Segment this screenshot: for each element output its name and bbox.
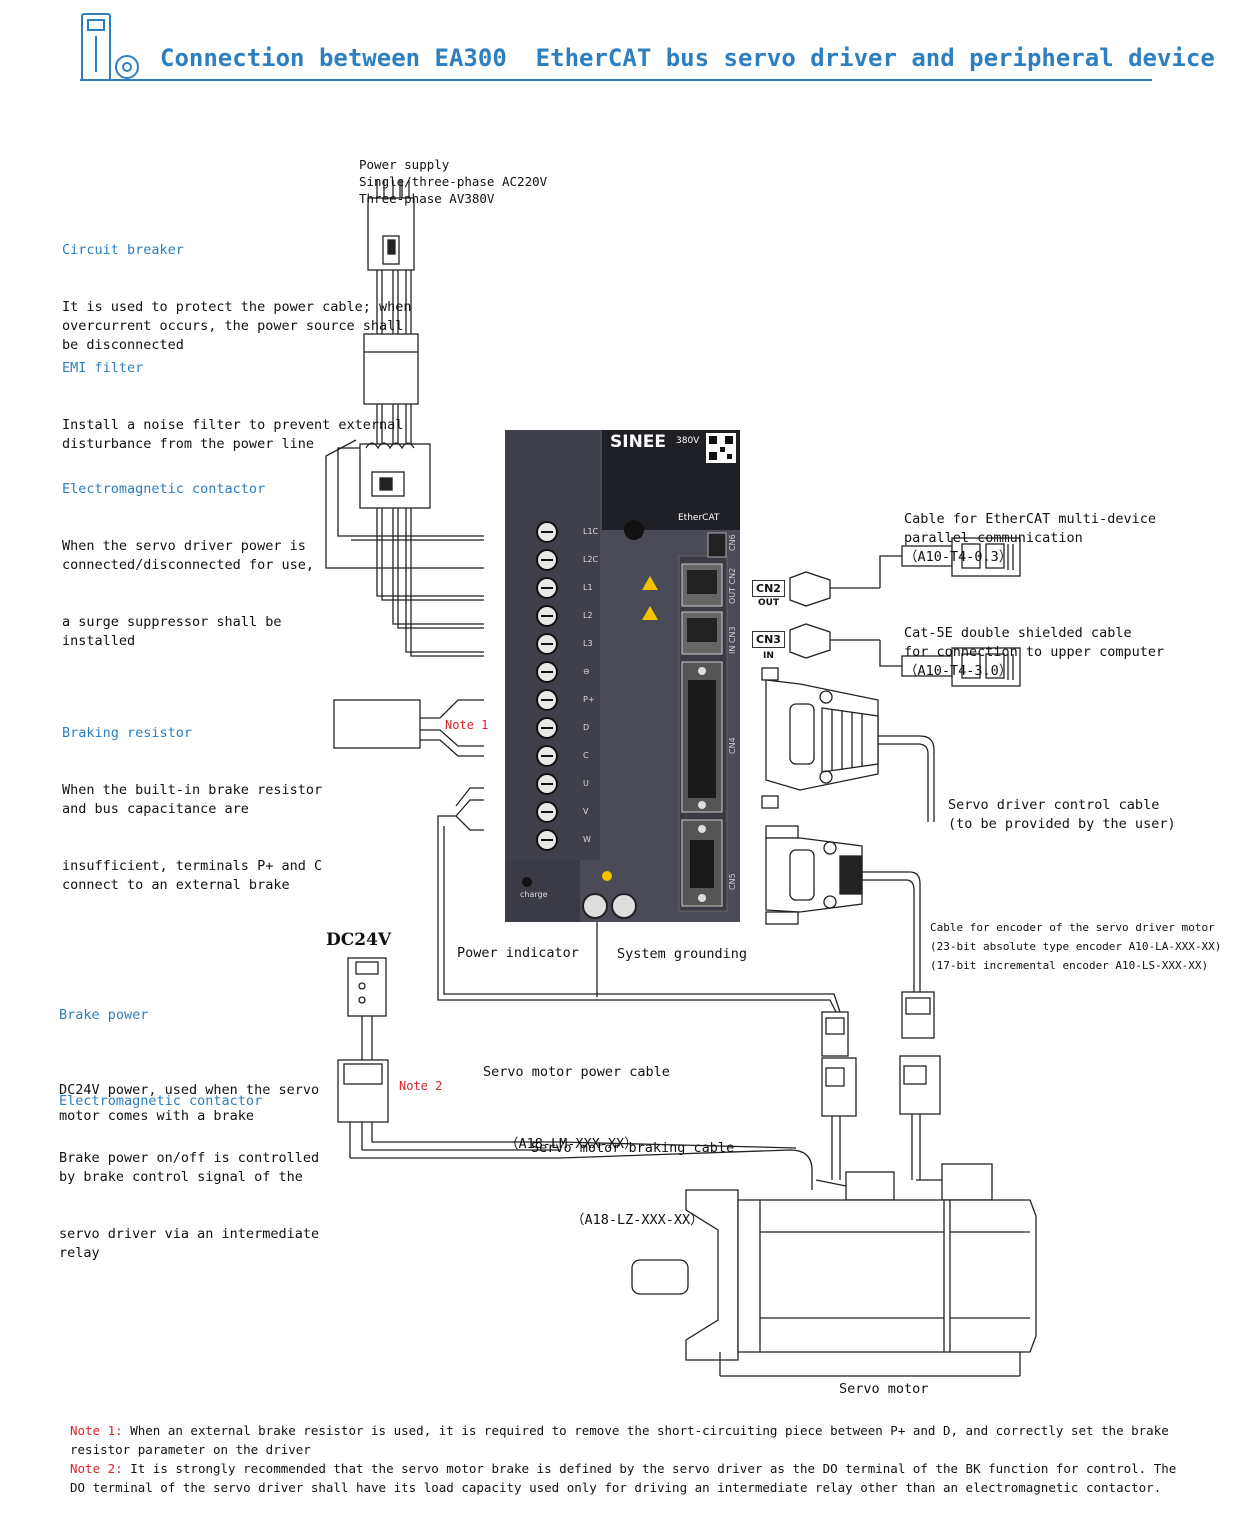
terminal-label: L1C (583, 527, 599, 536)
port-label-cn4: CN4 (728, 737, 737, 754)
circuit-breaker-heading: Circuit breaker (62, 242, 184, 258)
motor-braking-cable-text: Servo motor braking cable （A18-LZ-XXX-XX… (531, 1140, 735, 1228)
emi-filter-device (363, 333, 419, 405)
note-2-tag: Note 2 (399, 1079, 443, 1093)
motor-power-cable-text: Servo motor power cable （A18-LM-XXX-XX） (483, 1064, 670, 1152)
power-indicator-label: Power indicator (457, 945, 579, 961)
terminal-label: L1 (583, 583, 593, 592)
control-cable-text: Servo driver control cable(to be provide… (948, 797, 1176, 832)
control-connector (761, 667, 935, 822)
cat5e-cable-line (879, 640, 902, 667)
brake-power-supply-device (347, 957, 387, 1060)
terminal-label: L2 (583, 611, 593, 620)
brake-power-heading: Brake power (59, 1007, 149, 1023)
contactor-brake-heading: Electromagnetic contactor (59, 1093, 263, 1109)
cn2-label: CN2 (752, 580, 785, 597)
filter-to-contactor-wires (376, 404, 412, 446)
terminal-label: C (583, 751, 589, 760)
terminal-label: D (583, 723, 590, 732)
cn2-plug (789, 571, 880, 607)
encoder-cable-text: Cable for encoder of the servo driver mo… (930, 921, 1222, 972)
breaker-to-filter-wires (376, 270, 412, 336)
power-input-lines (376, 180, 410, 200)
brake-power-text: Brake power DC24V power, used when the s… (59, 1007, 320, 1124)
contactor-main-device (359, 442, 431, 509)
motor-power-wire-path (437, 787, 841, 1013)
terminal-label: L3 (583, 639, 593, 648)
terminal-label: V (583, 807, 589, 816)
system-grounding-label: System grounding (617, 946, 748, 962)
terminal-label: U (583, 779, 589, 788)
cn2-sub-label: OUT (758, 598, 780, 608)
braking-resistor-text: Braking resistor When the built-in brake… (62, 725, 323, 893)
page-title: Connection between EA300 EtherCAT bus se… (160, 44, 1215, 72)
charge-led-icon (522, 877, 532, 887)
servo-motor-graphic (631, 1163, 1037, 1377)
port-label-cn6: CN6 (728, 534, 737, 551)
contactor-main-heading: Electromagnetic contactor (62, 481, 266, 497)
footnote-1: Note 1: When an external brake resistor … (70, 1423, 1169, 1457)
terminal-label: W (583, 835, 591, 844)
driver-brand: SINEE (610, 432, 667, 452)
brake-contactor-device (337, 1059, 389, 1158)
port-label-cn2: OUT CN2 (728, 567, 737, 604)
warning-icon (642, 606, 658, 620)
terminal-label: P+ (583, 695, 595, 704)
ethercat-cable-line (879, 555, 902, 588)
ground-symbol-icon (602, 871, 612, 881)
warning-icon (642, 576, 658, 590)
cn3-sub-label: IN (763, 651, 774, 661)
port-label-cn3: IN CN3 (728, 626, 737, 654)
cat5e-rj45-connector (901, 647, 1021, 687)
circuit-breaker-text: Circuit breaker It is used to protect th… (62, 242, 412, 353)
note-1-tag: Note 1 (445, 718, 489, 732)
cn6-port (707, 532, 727, 558)
charge-label: charge (520, 890, 548, 899)
cn3-plug (789, 623, 880, 659)
braking-resistor-device (333, 699, 484, 757)
cn3-label: CN3 (752, 631, 785, 648)
cn5-port (681, 819, 723, 907)
footnote-2: Note 2: It is strongly recommended that … (70, 1461, 1177, 1495)
contactor-brake-text: Electromagnetic contactor Brake power on… (59, 1093, 320, 1261)
driver-voltage: 380V (676, 436, 700, 446)
ground-screw-icon (582, 893, 608, 919)
servo-motor-label: Servo motor (839, 1381, 929, 1397)
main-power-wires (325, 439, 484, 657)
circuit-breaker-device (367, 197, 415, 271)
encoder-connector (765, 825, 921, 992)
ethercat-rj45-connector (901, 537, 1021, 577)
braking-cable-wires (350, 1141, 813, 1190)
terminal-label: ⊖ (583, 667, 590, 676)
servo-driver-graphic (505, 430, 740, 922)
header-drive-icon (80, 13, 1152, 81)
terminal-label: L2C (583, 555, 599, 564)
ethercat-logo: EtherCAT (678, 513, 720, 523)
motor-power-plug (821, 1011, 857, 1180)
encoder-plug (899, 991, 941, 1180)
contactor-main-text: Electromagnetic contactor When the servo… (62, 481, 314, 649)
terminal-screws (536, 521, 558, 851)
braking-resistor-heading: Braking resistor (62, 725, 193, 741)
emi-filter-text: EMI filter Install a noise filter to pre… (62, 360, 404, 452)
dc24v-label: DC24V (326, 930, 392, 950)
ground-screw-icon (611, 893, 637, 919)
port-label-cn5: CN5 (728, 873, 737, 890)
emi-filter-heading: EMI filter (62, 360, 144, 376)
